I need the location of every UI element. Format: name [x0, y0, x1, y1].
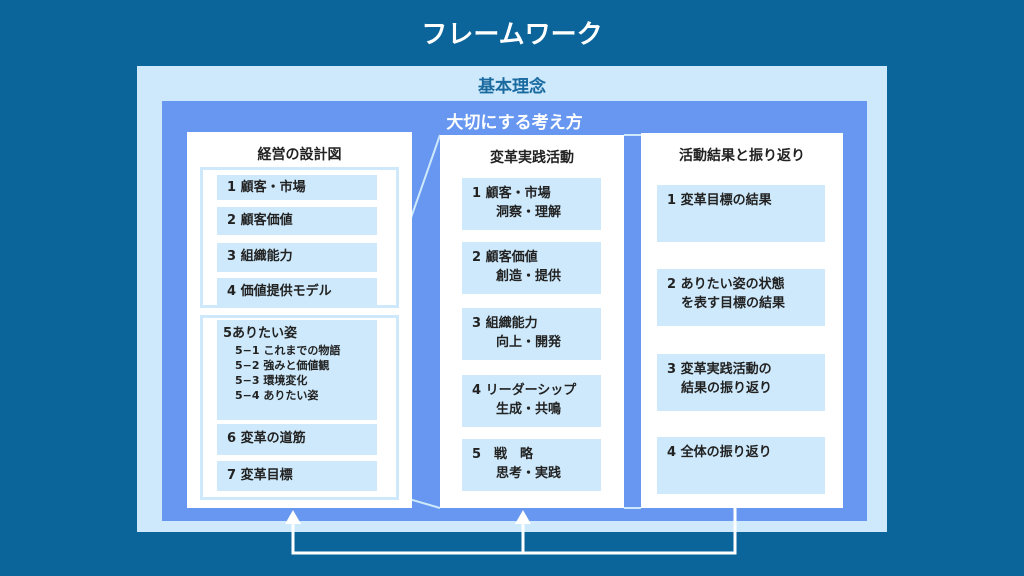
design-item: 6 変革の道筋	[217, 424, 377, 455]
practice-item: 1 顧客・市場洞察・理解	[462, 178, 601, 230]
item-line: 洞察・理解	[496, 205, 562, 220]
practice-item: 5 戦 略思考・実践	[462, 439, 601, 491]
feedback-arrows	[291, 508, 737, 555]
philosophy-label: 基本理念	[478, 77, 546, 97]
practice-item: 3 組織能力向上・開発	[462, 308, 601, 360]
arrow-up-icon	[515, 510, 531, 524]
item-line: 2 ありたい姿の状態	[667, 277, 785, 292]
design-item: 3 組織能力	[217, 243, 377, 272]
values-label: 大切にする考え方	[446, 113, 583, 133]
review-item: 2 ありたい姿の状態を表す目標の結果	[657, 269, 825, 326]
item-line: 創造・提供	[496, 269, 562, 284]
item-line: 5 戦 略	[472, 447, 534, 462]
review-item: 3 変革実践活動の結果の振り返り	[657, 354, 825, 411]
vision-sub: 5−2 強みと価値観	[235, 359, 330, 372]
item-line: 3 組織能力	[472, 316, 538, 331]
item-line: 4 全体の振り返り	[667, 445, 772, 460]
vision-sub: 5−3 環境変化	[235, 374, 308, 387]
practice-item: 4 リーダーシップ生成・共鳴	[462, 375, 601, 427]
design-item: 4 価値提供モデル	[217, 278, 377, 307]
review-heading: 活動結果と振り返り	[679, 148, 805, 164]
practice-heading: 変革実践活動	[490, 150, 574, 166]
item-line: 思考・実践	[496, 466, 562, 481]
design-item-vision: 5ありたい姿 5−1 これまでの物語 5−2 強みと価値観 5−3 環境変化 5−4 あ…	[217, 320, 377, 420]
design-column: 経営の設計図 1 顧客・市場 2 顧客価値 3 組織能力 4 価値提供モデル 5…	[187, 132, 412, 508]
item-line: 3 変革実践活動の	[667, 362, 772, 377]
vision-label: 5ありたい姿	[223, 326, 298, 341]
arrow-up-icon	[285, 510, 301, 524]
item-line: を表す目標の結果	[681, 296, 786, 311]
item-line: 結果の振り返り	[681, 381, 773, 396]
design-group-2	[200, 315, 399, 500]
practice-item: 2 顧客価値創造・提供	[462, 242, 601, 294]
design-heading: 経営の設計図	[257, 147, 342, 163]
design-item: 1 顧客・市場	[217, 175, 377, 200]
review-item: 4 全体の振り返り	[657, 437, 825, 494]
item-line: 1 顧客・市場	[472, 186, 551, 201]
item-line: 生成・共鳴	[496, 402, 562, 417]
vision-sub: 5−1 これまでの物語	[235, 344, 341, 357]
item-line: 4 リーダーシップ	[472, 383, 577, 398]
item-line: 向上・開発	[496, 335, 562, 350]
item-line: 2 顧客価値	[472, 250, 538, 265]
design-item: 7 変革目標	[217, 461, 377, 491]
review-item: 1 変革目標の結果	[657, 185, 825, 242]
vision-sub: 5−4 ありたい姿	[235, 389, 319, 402]
item-line: 1 変革目標の結果	[667, 193, 772, 208]
design-item: 2 顧客価値	[217, 207, 377, 235]
page-title: フレームワーク	[421, 20, 603, 50]
